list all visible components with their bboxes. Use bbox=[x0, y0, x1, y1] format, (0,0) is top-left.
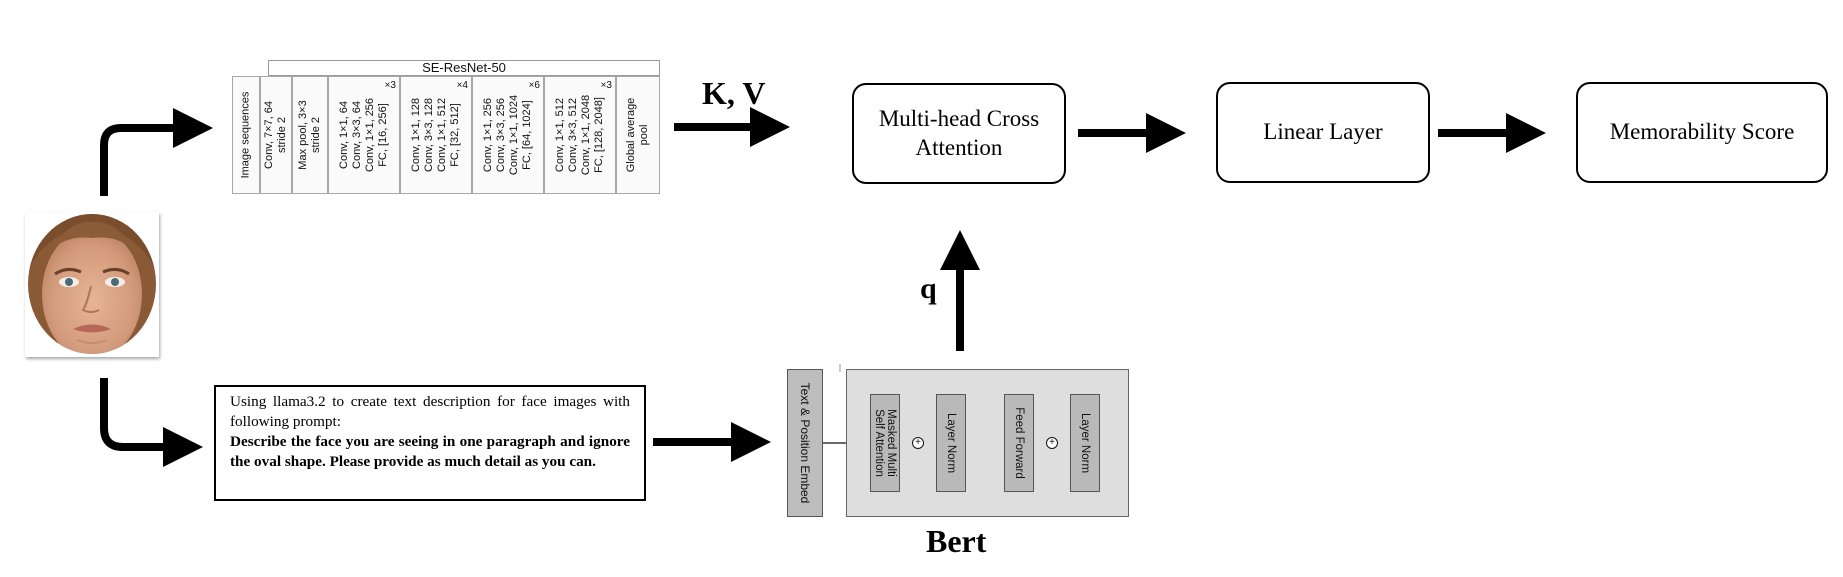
se-resnet-line: Conv, 3×3, 128 bbox=[423, 97, 435, 173]
se-resnet-line: pool bbox=[638, 124, 650, 146]
se-resnet-multiplier: ×3 bbox=[384, 80, 396, 91]
se-resnet-line: Conv, 1×1, 2048 bbox=[580, 94, 592, 176]
linear-layer-label: Linear Layer bbox=[1263, 119, 1383, 145]
residual-add-2: + bbox=[1046, 437, 1058, 449]
cross-attention-label: Multi-head Cross Attention bbox=[878, 105, 1040, 160]
se-resnet-line: Conv, 3×3, 512 bbox=[567, 97, 579, 173]
se-resnet-line: Global average bbox=[625, 97, 637, 173]
se-resnet-line: Conv, 1×1, 512 bbox=[554, 97, 566, 173]
prompt-box: Using llama3.2 to create text descriptio… bbox=[214, 385, 646, 501]
bert-title: Bert bbox=[926, 523, 987, 559]
se-resnet-line: FC, [128, 2048] bbox=[593, 97, 605, 173]
se-resnet-line: stride 2 bbox=[310, 116, 322, 154]
bert-block-attention: Masked Multi Self Attention bbox=[870, 394, 900, 492]
residual-add-1: + bbox=[912, 437, 924, 449]
bert-block-label: Layer Norm bbox=[1079, 412, 1091, 474]
se-resnet-line: Conv, 1×1, 64 bbox=[338, 101, 350, 169]
arrow-face-to-resnet bbox=[100, 108, 213, 196]
memorability-score-label: Memorability Score bbox=[1609, 119, 1795, 145]
se-resnet-line: FC, [16, 256] bbox=[377, 103, 389, 167]
bert-block-feed-forward: Feed Forward bbox=[1004, 394, 1034, 492]
se-resnet-line: Conv, 1×1, 1024 bbox=[508, 94, 520, 176]
cross-attention-box: Multi-head Cross Attention bbox=[852, 83, 1066, 184]
se-resnet-multiplier: ×4 bbox=[456, 80, 468, 91]
kv-label: K, V bbox=[702, 75, 766, 111]
se-resnet-title: SE-ResNet-50 bbox=[268, 60, 660, 76]
text-position-embed: Text & Position Embed bbox=[787, 369, 823, 517]
prompt-text: Describe the face you are seeing in one … bbox=[230, 433, 630, 470]
embed-label: Text & Position Embed bbox=[798, 382, 812, 504]
se-resnet-line: Conv, 3×3, 256 bbox=[495, 97, 507, 173]
se-resnet-line: Conv, 3×3, 64 bbox=[351, 101, 363, 169]
bert-block-label: Layer Norm bbox=[945, 412, 957, 474]
q-label: q bbox=[920, 272, 937, 305]
prompt-intro: Using llama3.2 to create text descriptio… bbox=[230, 393, 630, 430]
se-resnet-column: Image sequences bbox=[232, 76, 260, 194]
bert-block-layer-norm-2: Layer Norm bbox=[1070, 394, 1100, 492]
se-resnet-multiplier: ×3 bbox=[600, 80, 612, 91]
arrow-face-to-prompt bbox=[100, 378, 203, 467]
se-resnet-line: Conv, 1×1, 128 bbox=[410, 97, 422, 173]
se-resnet-column-text: Image sequences bbox=[240, 92, 253, 179]
se-resnet-line: Conv, 1×1, 256 bbox=[364, 97, 376, 173]
se-resnet-line: Conv, 1×1, 256 bbox=[482, 97, 494, 173]
face-image bbox=[25, 212, 159, 357]
linear-layer-box: Linear Layer bbox=[1216, 82, 1430, 183]
se-resnet-line: Image sequences bbox=[239, 91, 252, 179]
bert-block-label: Feed Forward bbox=[1013, 407, 1025, 479]
se-resnet-line: stride 2 bbox=[276, 116, 288, 154]
se-resnet-line: Conv, 7×7, 64 bbox=[263, 101, 275, 169]
bert-block-label: Masked Multi Self Attention bbox=[873, 409, 897, 477]
se-resnet-line: FC, [64, 1024] bbox=[521, 100, 533, 170]
face-illustration bbox=[28, 214, 156, 354]
bert-block-layer-norm-1: Layer Norm bbox=[936, 394, 966, 492]
se-resnet-line: Conv, 1×1, 512 bbox=[436, 97, 448, 173]
memorability-score-box: Memorability Score bbox=[1576, 82, 1828, 183]
se-resnet-line: Max pool, 3×3 bbox=[297, 100, 309, 170]
se-resnet-line: FC, [32, 512] bbox=[449, 103, 461, 167]
se-resnet-multiplier: ×6 bbox=[528, 80, 540, 91]
